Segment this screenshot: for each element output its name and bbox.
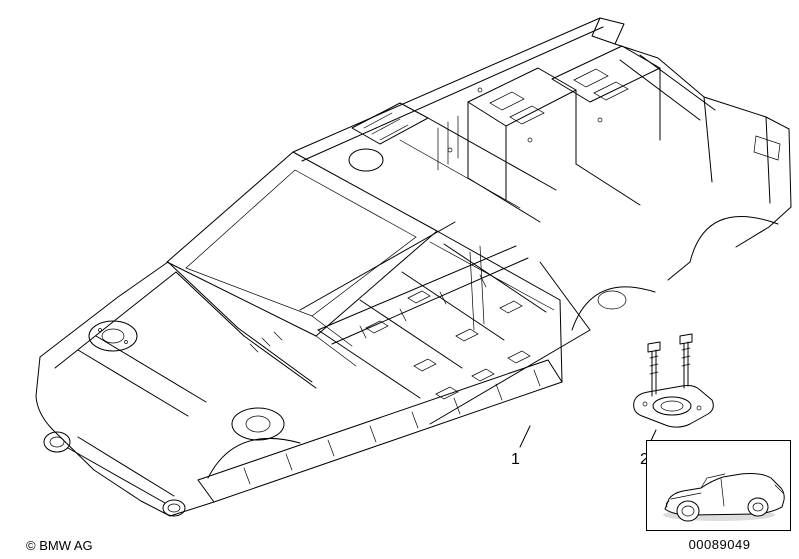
car-thumbnail-icon (663, 473, 785, 522)
rear-structure (292, 17, 716, 331)
quarter-panel (667, 96, 792, 281)
part-2-ground-plate (633, 333, 714, 428)
front-section (35, 261, 317, 517)
diagram-number: 00089049 (688, 537, 751, 552)
callout-1[interactable]: 1 (511, 451, 520, 468)
callout-2[interactable]: 2 (640, 451, 649, 468)
leader-lines (519, 425, 657, 448)
thumbnail-box[interactable] (646, 440, 791, 531)
car-thumbnail-drawing (663, 473, 785, 522)
copyright-text: © BMW AG (26, 538, 93, 553)
floor-pan (299, 221, 591, 425)
rocker-panel (197, 230, 563, 503)
